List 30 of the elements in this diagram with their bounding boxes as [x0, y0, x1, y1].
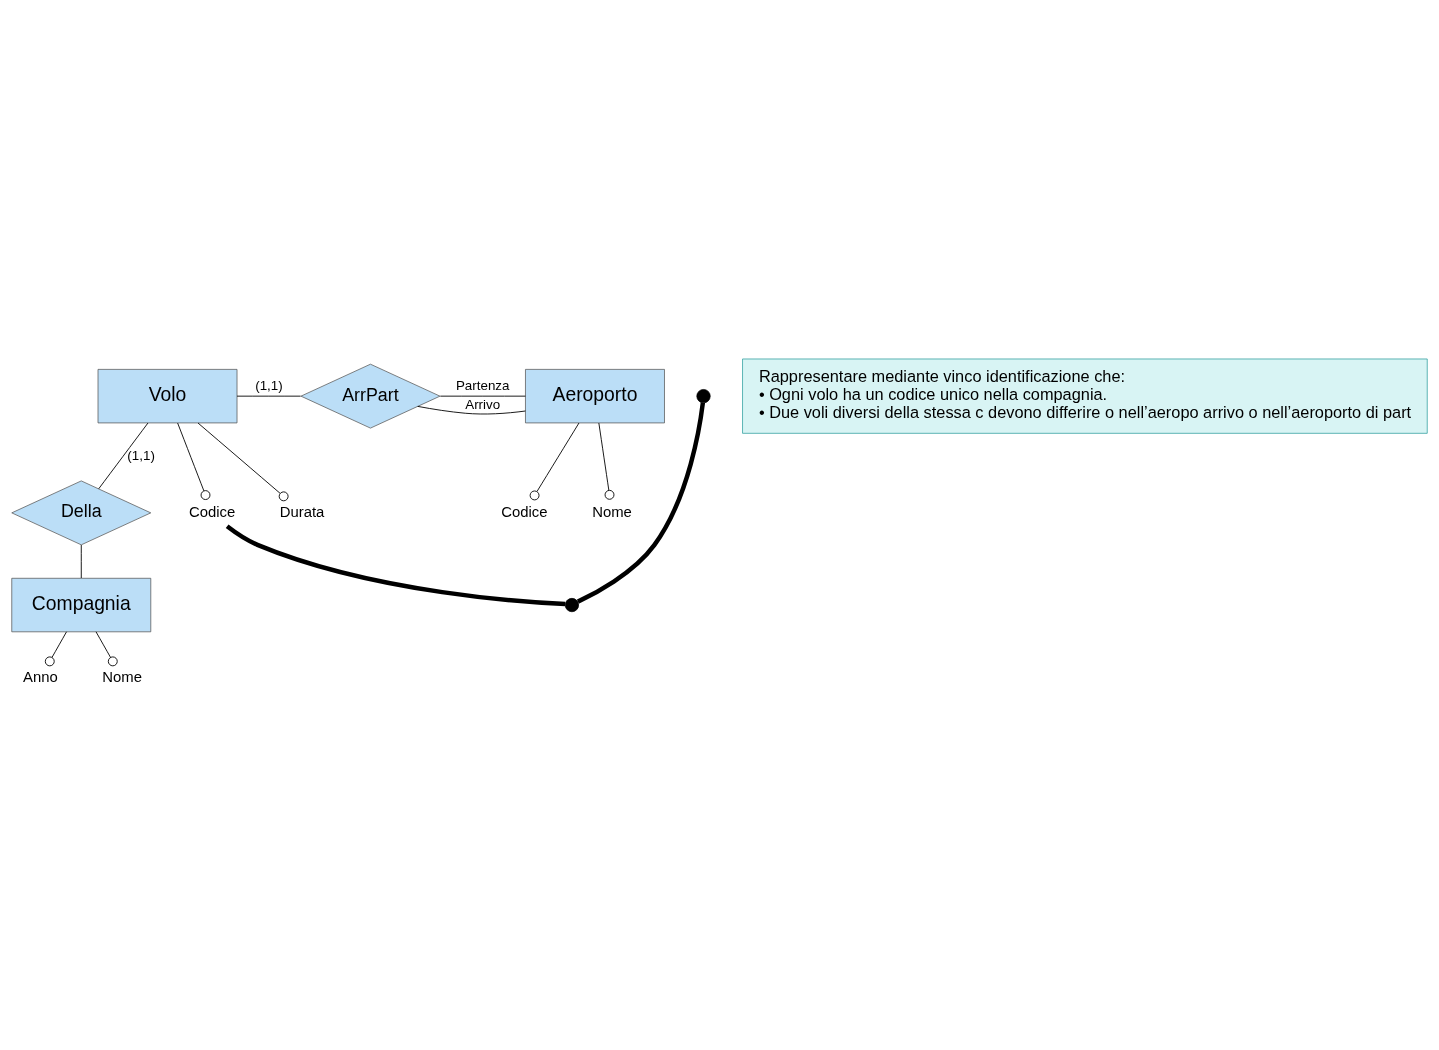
edge-label: Partenza: [455, 377, 510, 393]
node-box: Aeroporto: [525, 368, 665, 423]
node-text: Anno: [23, 668, 58, 685]
node-diamond: Della: [11, 480, 152, 545]
connector: [529, 422, 580, 500]
edge-label: (1,1): [127, 447, 155, 463]
node-text: Durata: [279, 503, 325, 520]
connector: [236, 395, 302, 397]
connector: [98, 422, 149, 489]
connector: [197, 422, 289, 501]
node-circle: [564, 597, 579, 612]
edge-label: Arrivo: [465, 396, 501, 412]
edge-label: (1,1): [255, 377, 283, 393]
connector: [95, 630, 118, 666]
connector: [80, 544, 82, 578]
node-box: Volo: [97, 368, 238, 423]
node-diamond: ArrPart: [300, 363, 441, 428]
node-box: Compagnia: [11, 577, 152, 632]
connector: [177, 422, 211, 500]
node-text: Codice: [188, 503, 236, 520]
node-text: Nome: [102, 668, 142, 685]
connector: [598, 422, 615, 500]
node-box: Rappresentare mediante vinco identificazione che: • Ogni volo ha un codice unico nella compagnia. • Due voli diversi della stessa c devono differire o nell’aeropo arrivo o nell’aeroporto di part: [742, 358, 1428, 434]
connector: [44, 630, 67, 666]
node-text: Codice: [501, 503, 548, 520]
node-text: Nome: [592, 503, 632, 520]
connector: [417, 405, 526, 414]
node-circle: [696, 388, 711, 403]
connector: [576, 402, 706, 604]
connector: [225, 524, 566, 606]
